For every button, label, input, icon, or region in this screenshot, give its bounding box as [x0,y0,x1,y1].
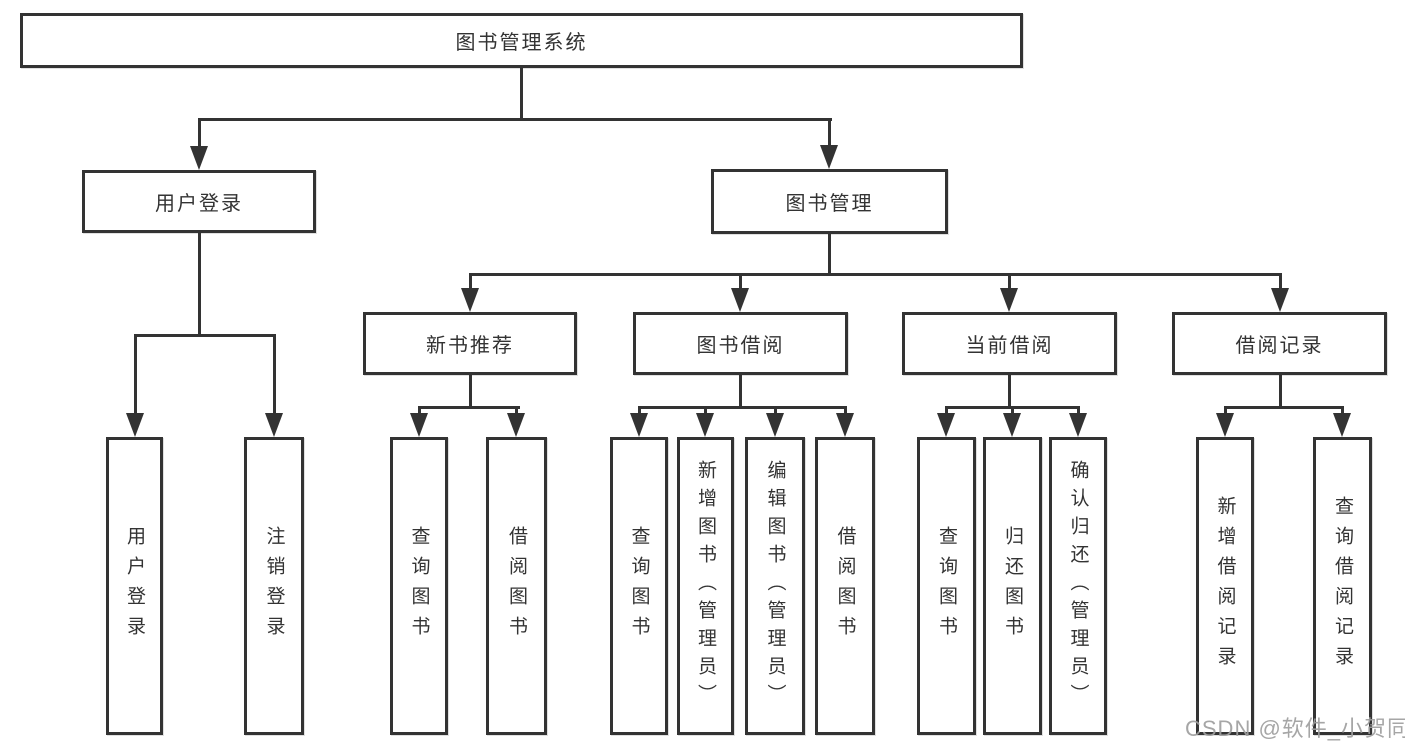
connector-book-borrow-branch [638,406,847,409]
connector-to-leaf-user-login [134,334,137,419]
leaf-return-book: 归还图书 [983,437,1042,735]
leaf-edit-book-label: 编辑图书（管理员） [764,460,786,712]
node-book-management-label: 图书管理 [785,193,874,215]
connector-to-user-login [198,118,201,152]
node-borrow-record: 借阅记录 [1172,312,1387,375]
arrow-to-leaf-add-book-icon [696,413,714,437]
arrow-to-leaf-edit-book-icon [766,413,784,437]
leaf-return-book-label: 归还图书 [1002,526,1023,646]
leaf-logout: 注销登录 [244,437,304,735]
leaf-add-book: 新增图书（管理员） [677,437,734,735]
node-user-login: 用户登录 [82,170,316,233]
leaf-query-borrow-record-label: 查询借阅记录 [1332,496,1353,676]
csdn-watermark: CSDN @软件_小贺同学 [1185,716,1405,741]
leaf-edit-book: 编辑图书（管理员） [745,437,805,735]
leaf-query-book-1-label: 查询图书 [408,526,430,646]
arrow-to-book-management-icon [820,145,838,169]
leaf-query-book-2-label: 查询图书 [628,526,650,646]
node-book-borrow: 图书借阅 [633,312,848,375]
arrow-to-leaf-query-borrow-record-icon [1333,413,1351,437]
leaf-borrow-book-2-label: 借阅图书 [834,526,856,646]
connector-to-borrow-record [1279,273,1282,291]
leaf-user-login: 用户登录 [106,437,163,735]
node-new-book-recommend: 新书推荐 [363,312,577,375]
leaf-borrow-book-1-label: 借阅图书 [506,526,527,646]
node-book-borrow-label: 图书借阅 [696,335,785,357]
arrow-to-user-login-icon [190,146,208,170]
connector-to-book-management [828,118,831,151]
connector-current-borrow-stem [1008,375,1011,409]
leaf-query-borrow-record: 查询借阅记录 [1313,437,1372,735]
leaf-add-borrow-record: 新增借阅记录 [1196,437,1254,735]
leaf-logout-label: 注销登录 [263,526,285,646]
connector-level3-branch [469,273,1282,276]
connector-book-borrow-stem [739,375,742,409]
connector-to-current-borrow [1008,273,1011,291]
node-book-management: 图书管理 [711,169,948,234]
arrow-to-leaf-borrow-book-1-icon [507,413,525,437]
arrow-to-new-book-recommend-icon [461,288,479,312]
connector-root-stem [520,68,523,120]
connector-to-leaf-logout [273,334,276,419]
connector-user-login-branch [134,334,276,337]
leaf-borrow-book-1: 借阅图书 [486,437,547,735]
arrow-to-leaf-add-borrow-record-icon [1216,413,1234,437]
connector-new-book-recommend-stem [469,375,472,409]
arrow-to-leaf-borrow-book-2-icon [836,413,854,437]
node-root: 图书管理系统 [20,13,1023,68]
node-new-book-recommend-label: 新书推荐 [426,335,514,357]
connector-to-new-book-recommend [469,273,472,291]
arrow-to-leaf-user-login-icon [126,413,144,437]
connector-to-book-borrow [739,273,742,291]
connector-borrow-record-branch [1224,406,1344,409]
leaf-query-book-1: 查询图书 [390,437,448,735]
leaf-add-book-label: 新增图书（管理员） [695,460,716,712]
leaf-query-book-3: 查询图书 [917,437,976,735]
node-current-borrow-label: 当前借阅 [965,335,1054,357]
leaf-confirm-return-label: 确认归还（管理员） [1067,460,1089,712]
node-current-borrow: 当前借阅 [902,312,1117,375]
node-borrow-record-label: 借阅记录 [1235,335,1324,357]
arrow-to-current-borrow-icon [1000,288,1018,312]
connector-book-management-stem [828,234,831,276]
leaf-user-login-label: 用户登录 [124,526,145,646]
leaf-add-borrow-record-label: 新增借阅记录 [1214,496,1236,676]
arrow-to-book-borrow-icon [731,288,749,312]
leaf-query-book-3-label: 查询图书 [936,526,957,646]
arrow-to-leaf-logout-icon [265,413,283,437]
connector-level2-branch [198,118,832,121]
node-user-login-label: 用户登录 [155,193,243,215]
leaf-borrow-book-2: 借阅图书 [815,437,875,735]
node-root-label: 图书管理系统 [455,32,588,54]
leaf-query-book-2: 查询图书 [610,437,668,735]
arrow-to-leaf-confirm-return-icon [1069,413,1087,437]
arrow-to-leaf-query-book-1-icon [410,413,428,437]
connector-borrow-record-stem [1279,375,1282,409]
arrow-to-leaf-return-book-icon [1003,413,1021,437]
connector-new-book-recommend-branch [418,406,520,409]
arrow-to-borrow-record-icon [1271,288,1289,312]
leaf-confirm-return: 确认归还（管理员） [1049,437,1107,735]
arrow-to-leaf-query-book-2-icon [630,413,648,437]
arrow-to-leaf-query-book-3-icon [937,413,955,437]
connector-user-login-stem [198,233,201,337]
